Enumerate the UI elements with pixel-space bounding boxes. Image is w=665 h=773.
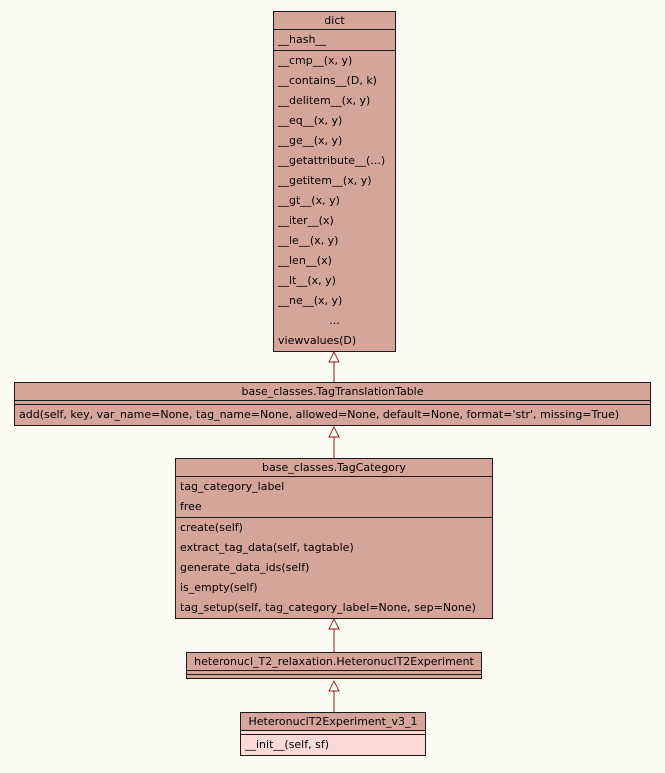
method-row: __ge__(x, y)	[278, 134, 343, 147]
class-box-heteronuclt2experiment[interactable]: heteronucl_T2_relaxation.HeteronuclT2Exp…	[186, 652, 482, 679]
class-box-dict[interactable]: dict __hash__ __cmp__(x, y) __contains__(…	[273, 11, 396, 352]
class-title-tagcategory: base_classes.TagCategory	[262, 461, 406, 474]
class-title-dict: dict	[324, 14, 345, 27]
class-title-tagtranslationtable: base_classes.TagTranslationTable	[241, 385, 424, 398]
method-row: __len__(x)	[278, 254, 332, 267]
class-box-tagcategory[interactable]: base_classes.TagCategory tag_category_la…	[175, 458, 493, 619]
class-methods-heteronuclt2experiment	[187, 674, 481, 678]
method-row: tag_setup(self, tag_category_label=None,…	[180, 601, 476, 614]
class-title-heteronuclt2experiment: heteronucl_T2_relaxation.HeteronuclT2Exp…	[194, 655, 474, 668]
class-attributes-dict: __hash__	[274, 29, 395, 50]
method-row: __cmp__(x, y)	[278, 54, 353, 67]
inheritance-arrow-v3-1-to-heteronuclt2experiment	[328, 679, 340, 712]
method-row: viewvalues(D)	[278, 334, 357, 347]
inheritance-arrow-tagcategory-to-tagtranslationtable	[328, 425, 340, 458]
method-row: create(self)	[180, 521, 243, 534]
class-methods-heteronuclt2experiment-v3-1: __init__(self, sf)	[241, 734, 425, 755]
class-attributes-heteronuclt2experiment-v3-1	[241, 730, 425, 734]
method-row: __init__(self, sf)	[245, 738, 330, 751]
method-row: ...	[329, 314, 340, 327]
method-row: __le__(x, y)	[278, 234, 339, 247]
method-row: extract_tag_data(self, tagtable)	[180, 541, 354, 554]
class-methods-tagtranslationtable: add(self, key, var_name=None, tag_name=N…	[15, 404, 650, 425]
class-box-tagtranslationtable[interactable]: base_classes.TagTranslationTable add(sel…	[14, 382, 651, 426]
class-methods-tagcategory: create(self) extract_tag_data(self, tagta…	[176, 517, 492, 618]
class-attributes-heteronuclt2experiment	[187, 670, 481, 674]
class-box-heteronuclt2experiment-v3-1[interactable]: HeteronuclT2Experiment_v3_1 __init__(sel…	[240, 712, 426, 756]
method-row: __gt__(x, y)	[278, 194, 340, 207]
class-methods-dict: __cmp__(x, y) __contains__(D, k) __delitem…	[274, 50, 395, 351]
method-row: __getattribute__(...)	[278, 154, 386, 167]
inheritance-arrow-heteronuclt2experiment-to-tagcategory	[328, 617, 340, 652]
method-row: __ne__(x, y)	[278, 294, 343, 307]
attribute-row: free	[180, 500, 202, 513]
method-row: __getitem__(x, y)	[278, 174, 372, 187]
inheritance-arrow-tagtranslationtable-to-dict	[328, 350, 340, 382]
method-row: __contains__(D, k)	[278, 74, 377, 87]
method-row: __iter__(x)	[278, 214, 334, 227]
attribute-row: __hash__	[278, 33, 327, 46]
class-attributes-tagtranslationtable	[15, 400, 650, 404]
method-row: is_empty(self)	[180, 581, 258, 594]
class-title-heteronuclt2experiment-v3-1: HeteronuclT2Experiment_v3_1	[248, 715, 418, 728]
method-row: add(self, key, var_name=None, tag_name=N…	[19, 408, 620, 421]
method-row: __eq__(x, y)	[278, 114, 343, 127]
method-row: __lt__(x, y)	[278, 274, 336, 287]
method-row: generate_data_ids(self)	[180, 561, 310, 574]
method-row: __delitem__(x, y)	[278, 94, 371, 107]
attribute-row: tag_category_label	[180, 480, 285, 493]
